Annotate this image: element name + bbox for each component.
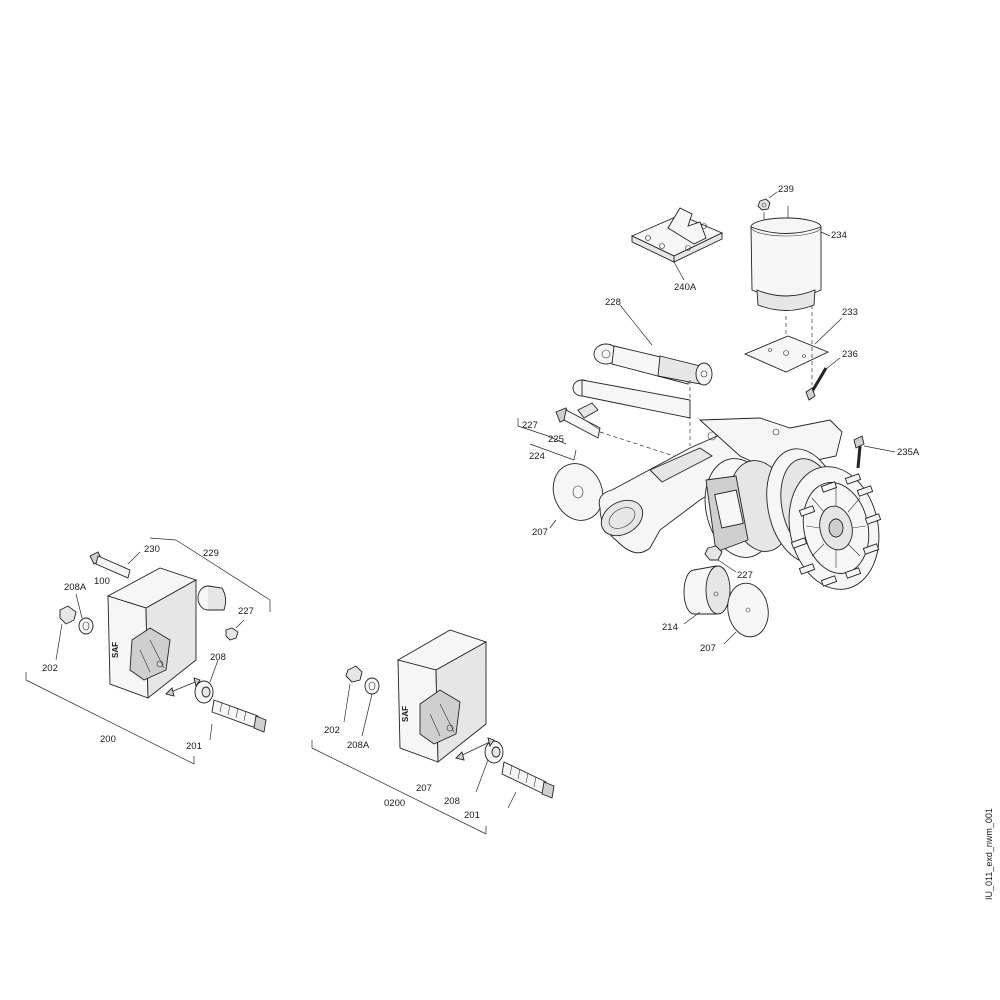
- callout-201-left: 201: [186, 741, 202, 752]
- callout-229: 229: [203, 548, 219, 559]
- washer-208A-mid: [361, 677, 380, 737]
- plate-233: [743, 305, 843, 385]
- callout-214: 214: [662, 622, 678, 633]
- callout-224: 224: [529, 451, 545, 462]
- callout-207-lower: 207: [416, 783, 432, 794]
- callout-208A-mid: 208A: [347, 740, 370, 751]
- label-bracket-224-227: [517, 418, 577, 461]
- bushing-229: [197, 585, 227, 611]
- callout-230: 230: [144, 544, 160, 555]
- callout-235A: 235A: [897, 447, 920, 458]
- disc-207-bottom-right: [723, 582, 769, 645]
- callout-233: 233: [842, 307, 858, 318]
- callout-202-left: 202: [42, 663, 58, 674]
- bracket-240A: [630, 207, 724, 281]
- nut-227-right: [704, 545, 737, 573]
- callout-200: 200: [100, 734, 116, 745]
- label-line-0200: [311, 740, 487, 835]
- callout-234: 234: [831, 230, 847, 241]
- document-id: IU_011_exd_nwm_001: [984, 808, 994, 900]
- bolt-235A: [853, 435, 896, 469]
- callout-201-mid: 201: [464, 810, 480, 821]
- callout-202-mid: 202: [324, 725, 340, 736]
- callout-labels: 239 234 240A 228 233 236 227 225 224 235…: [42, 184, 920, 821]
- callout-236: 236: [842, 349, 858, 360]
- brake-hub-assembly: [704, 448, 882, 590]
- air-spring-234: [750, 206, 831, 311]
- callout-227-left: 227: [238, 606, 254, 617]
- hub-spokes: [805, 488, 867, 568]
- bushing-214: [683, 565, 731, 625]
- nut-239: [757, 191, 778, 211]
- callout-208-left: 208: [210, 652, 226, 663]
- callout-228: 228: [605, 297, 621, 308]
- callout-207-bottom-right: 207: [700, 643, 716, 654]
- callout-208A-left: 208A: [64, 582, 87, 593]
- callout-239: 239: [778, 184, 794, 195]
- label-bracket-229: [149, 537, 271, 612]
- washer-208-left: [165, 659, 219, 704]
- hanger-0200: SAF: [396, 629, 488, 763]
- shock-absorber-228: [593, 304, 713, 386]
- screw-236: [805, 357, 841, 401]
- nut-202-left: [55, 605, 77, 661]
- svg-text:SAF: SAF: [401, 706, 410, 722]
- svg-text:SAF: SAF: [111, 642, 120, 658]
- nut-202-mid: [343, 665, 363, 723]
- callout-227-right: 227: [737, 570, 753, 581]
- callout-100: 100: [94, 576, 110, 587]
- washer-208-mid: [455, 737, 504, 793]
- callout-225: 225: [548, 434, 564, 445]
- label-line-200: [25, 672, 195, 765]
- callout-0200: 0200: [384, 798, 405, 809]
- callout-240A: 240A: [674, 282, 697, 293]
- hanger-100: SAF: [106, 567, 198, 699]
- callout-208-mid: 208: [444, 796, 460, 807]
- bolt-201-mid: [501, 761, 555, 809]
- bolt-230: [89, 551, 141, 579]
- callout-227-top: 227: [522, 420, 538, 431]
- bolt-201-left: [209, 699, 267, 741]
- bolt-225: [555, 407, 681, 459]
- tube-bushing: [572, 379, 691, 419]
- disc-207-mid: [549, 463, 604, 529]
- callout-207-mid: 207: [532, 527, 548, 538]
- washer-208A-left: [75, 593, 94, 635]
- nut-227-left: [225, 619, 245, 641]
- wheel-studs: [790, 473, 882, 587]
